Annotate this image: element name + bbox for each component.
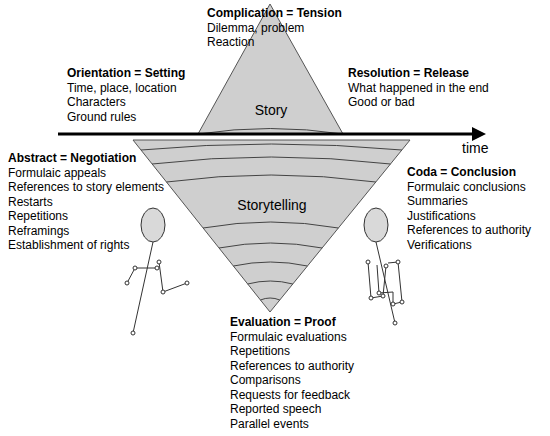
abstract-text: Restarts — [8, 195, 53, 209]
arrow-head — [472, 127, 486, 141]
axis-label: time — [462, 140, 488, 156]
node-label: Story — [198, 102, 344, 118]
band-line — [141, 144, 402, 150]
evaluation-text: Comparisons — [230, 373, 301, 387]
evaluation-text: Repetitions — [230, 344, 290, 358]
band-line — [219, 243, 322, 248]
abstract-text: Formulaic appeals — [8, 166, 106, 180]
figure-head — [364, 208, 388, 242]
abstract-text: References to story elements — [8, 180, 164, 194]
complication-text: Dilemma, problem — [207, 21, 304, 35]
abstract-text: Establishment of rights — [8, 238, 129, 252]
abstract-text: Repetitions — [8, 209, 68, 223]
figure-joints — [366, 260, 404, 325]
band-line — [233, 262, 307, 266]
coda-text: References to authority — [407, 223, 531, 237]
band-line — [203, 222, 338, 228]
coda-text: Summaries — [407, 194, 468, 208]
section-heading: Resolution = Release — [348, 66, 469, 80]
triangle-shape — [133, 140, 410, 312]
band-line — [152, 157, 390, 164]
resolution-text: What happened in the end — [348, 81, 489, 95]
orientation-text: Characters — [67, 95, 126, 109]
figure-body — [133, 242, 153, 333]
orientation-text: Time, place, location — [67, 81, 177, 95]
orientation-text: Ground rules — [67, 110, 136, 124]
evaluation-text: References to authority — [230, 359, 354, 373]
section-heading: Coda = Conclusion — [407, 165, 516, 179]
figure-arm — [127, 268, 157, 283]
figure-arm — [159, 262, 187, 292]
section-heading: Abstract = Negotiation — [8, 151, 136, 165]
coda-text: Verifications — [407, 238, 472, 252]
evaluation-text: Formulaic evaluations — [230, 330, 347, 344]
coda-text: Justifications — [407, 209, 476, 223]
band-line — [248, 281, 293, 284]
abstract-text: Reframings — [8, 224, 69, 238]
resolution-text: Good or bad — [348, 95, 415, 109]
section-heading: Complication = Tension — [207, 6, 342, 20]
section-heading: Evaluation = Proof — [230, 315, 336, 329]
evaluation-text: Requests for feedback — [230, 388, 350, 402]
figure-joints — [125, 260, 189, 335]
complication-text: Reaction — [207, 35, 254, 49]
band-line — [260, 298, 279, 300]
evaluation-text: Parallel events — [230, 417, 309, 431]
section-heading: Orientation = Setting — [67, 66, 185, 80]
figure-head — [141, 208, 165, 242]
figure-arm — [377, 262, 402, 304]
storytelling-triangle: Storytelling — [133, 138, 411, 314]
triangle-outline — [133, 138, 411, 314]
timeline-line — [58, 133, 474, 136]
figure-body — [376, 242, 395, 323]
triangle-shape — [198, 4, 343, 134]
evaluation-text: Reported speech — [230, 402, 321, 416]
coda-text: Formulaic conclusions — [407, 180, 526, 194]
node-label: Storytelling — [133, 197, 411, 213]
band-line — [167, 175, 376, 182]
